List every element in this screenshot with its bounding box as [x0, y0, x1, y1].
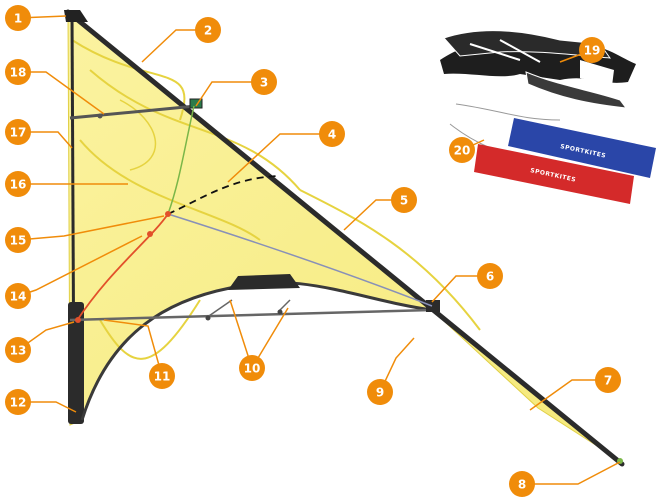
callout-3: 3	[251, 69, 277, 95]
callout-19: 19	[579, 37, 605, 63]
callout-number: 18	[10, 66, 27, 80]
callout-number: 6	[486, 270, 494, 284]
callout-13: 13	[5, 337, 31, 363]
kite-handles-icon	[440, 31, 636, 108]
callout-number: 1	[14, 12, 22, 26]
callout-18: 18	[5, 59, 31, 85]
callout-20: 20	[449, 137, 475, 163]
standoff-connector	[206, 316, 211, 321]
callout-number: 15	[10, 234, 27, 248]
callout-8: 8	[509, 471, 535, 497]
callout-1: 1	[5, 5, 31, 31]
callout-number: 5	[400, 194, 408, 208]
callout-2: 2	[195, 17, 221, 43]
callout-number: 8	[518, 478, 526, 492]
callout-number: 16	[10, 178, 27, 192]
callout-12: 12	[5, 389, 31, 415]
callout-14: 14	[5, 283, 31, 309]
callout-15: 15	[5, 227, 31, 253]
wrist-straps-icon: SPORTKITES SPORTKITES	[450, 104, 656, 204]
center-vent	[228, 274, 300, 290]
bridle-clip	[147, 231, 153, 237]
callout-number: 13	[10, 344, 27, 358]
callout-10: 10	[239, 355, 265, 381]
lower-bridle-attach	[75, 317, 81, 323]
callout-number: 19	[584, 44, 601, 58]
callout-17: 17	[5, 119, 31, 145]
callout-number: 7	[604, 374, 612, 388]
callout-number: 12	[10, 396, 27, 410]
callout-5: 5	[391, 187, 417, 213]
callout-number: 20	[454, 144, 471, 158]
callout-4: 4	[319, 121, 345, 147]
callout-7: 7	[595, 367, 621, 393]
callout-11: 11	[149, 363, 175, 389]
tow-point	[165, 211, 171, 217]
standoff-connector	[278, 310, 283, 315]
upper-spreader-end-dot	[98, 114, 103, 119]
callout-number: 9	[376, 386, 384, 400]
nose-cap	[64, 10, 88, 22]
callout-number: 11	[154, 370, 171, 384]
callout-number: 2	[204, 24, 212, 38]
callout-6: 6	[477, 263, 503, 289]
callout-9: 9	[367, 379, 393, 405]
callout-number: 3	[260, 76, 268, 90]
callout-16: 16	[5, 171, 31, 197]
callout-number: 17	[10, 126, 27, 140]
callout-number: 10	[244, 362, 261, 376]
callout-number: 14	[10, 290, 27, 304]
callout-number: 4	[328, 128, 336, 142]
